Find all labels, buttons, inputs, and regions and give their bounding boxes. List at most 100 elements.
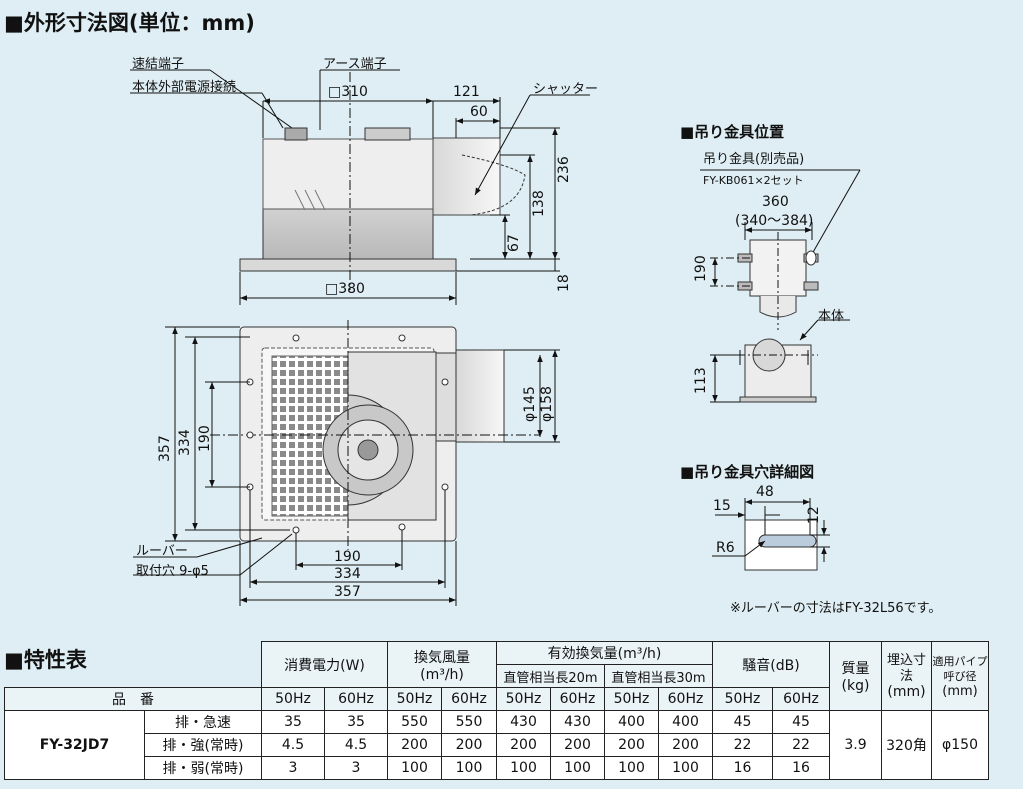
hanger-hole-title: ■吊り金具穴詳細図 [680, 463, 815, 481]
header-pipe-label: 適用パイプ呼び径 [932, 654, 988, 683]
dim-113: 113 [693, 367, 709, 394]
table-cell: 45 [712, 710, 773, 734]
hz-60: 60Hz [550, 687, 605, 711]
mass-cell: 3.9 [829, 710, 882, 780]
dim-310: □310 [328, 84, 368, 100]
dim-360: 360 [762, 194, 789, 210]
hz-50: 50Hz [604, 687, 659, 711]
table-cell: 100 [496, 756, 551, 780]
dim-334-horizontal: 334 [334, 566, 361, 582]
header-mass-unit: (kg) [841, 678, 870, 694]
louver-note: ※ルーバーの寸法はFY-32L56です。 [730, 601, 942, 616]
embed-cell: 320角 [881, 710, 932, 780]
header-mass: 質量 (kg) [829, 641, 882, 711]
dim-12: 12 [806, 506, 822, 524]
header-embed-label: 埋込寸法 [886, 653, 926, 684]
hz-50: 50Hz [712, 687, 773, 711]
top-view [133, 320, 560, 606]
header-pipe: 適用パイプ呼び径 (mm) [931, 641, 989, 711]
hz-50: 50Hz [496, 687, 551, 711]
label-louver: ルーバー [136, 544, 188, 559]
dim-357-vertical: 357 [157, 435, 173, 462]
dim-190-vertical: 190 [197, 425, 213, 452]
dim-121: 121 [453, 84, 480, 100]
header-embed: 埋込寸法 (mm) [881, 641, 932, 711]
dim-18: 18 [556, 274, 572, 292]
label-body: 本体 [818, 309, 845, 324]
table-cell: 35 [261, 710, 325, 734]
table-cell: 100 [550, 756, 605, 780]
table-cell: 200 [441, 733, 497, 757]
hz-50: 50Hz [261, 687, 325, 711]
dim-48: 48 [756, 484, 774, 500]
dim-380: □380 [325, 281, 365, 297]
hz-60: 60Hz [772, 687, 830, 711]
dimension-title: ■外形寸法図(単位：mm) [4, 11, 255, 35]
dimension-drawing [130, 69, 861, 606]
table-cell: 4.5 [324, 733, 388, 757]
table-cell: 200 [550, 733, 605, 757]
label-quick-terminal: 速結端子 [132, 57, 185, 72]
header-airflow-label: 換気風量 [414, 649, 470, 666]
table-cell: 400 [604, 710, 659, 734]
table-cell: 45 [772, 710, 830, 734]
dim-334-vertical: 334 [177, 429, 193, 456]
row-label: 排・強(常時) [144, 733, 262, 757]
table-cell: 16 [712, 756, 773, 780]
dim-phi-145: φ145 [522, 386, 538, 422]
table-cell: 200 [496, 733, 551, 757]
header-airflow-unit: (m³/h) [420, 666, 464, 683]
hz-50: 50Hz [387, 687, 442, 711]
header-mass-label: 質量 [841, 661, 870, 677]
table-cell: 100 [658, 756, 713, 780]
header-embed-unit: (mm) [887, 684, 926, 700]
model-cell: FY-32JD7 [4, 710, 145, 780]
table-cell: 400 [658, 710, 713, 734]
dim-138: 138 [531, 190, 547, 217]
label-mount-hole: 取付穴 9-φ5 [136, 564, 209, 579]
dim-60: 60 [470, 104, 488, 120]
header-effective: 有効換気量(m³/h) [496, 641, 713, 665]
spec-header-row-2: 直管相当長20m 直管相当長30m [5, 664, 989, 688]
pipe-cell: φ150 [931, 710, 989, 780]
dim-r6: R6 [716, 540, 735, 556]
dim-15: 15 [713, 498, 731, 514]
spec-title: ■特性表 [4, 648, 87, 672]
side-view [130, 69, 590, 305]
hz-60: 60Hz [658, 687, 713, 711]
table-cell: 200 [604, 733, 659, 757]
header-pipe20: 直管相当長20m [496, 664, 605, 688]
table-cell: 35 [324, 710, 388, 734]
table-cell: 430 [550, 710, 605, 734]
table-cell: 22 [712, 733, 773, 757]
hole-detail [712, 498, 830, 571]
table-cell: 3 [324, 756, 388, 780]
table-row: 排・強(常時) 4.5 4.5 200 200 200 200 200 200 … [5, 733, 989, 757]
label-shutter: シャッター [533, 82, 599, 97]
header-power: 消費電力(W) [261, 641, 388, 688]
label-power-connection: 本体外部電源接続 [132, 80, 237, 95]
label-hanger-model: FY-KB061×2セット [703, 174, 804, 187]
table-row: 排・弱(常時) 3 3 100 100 100 100 100 100 16 1… [5, 756, 989, 780]
hanger-view [700, 169, 861, 403]
table-cell: 430 [496, 710, 551, 734]
table-cell: 550 [441, 710, 497, 734]
header-model: 品 番 [4, 687, 262, 711]
spec-header-row-3: 品 番 50Hz 60Hz 50Hz 60Hz 50Hz 60Hz 50Hz 6… [4, 687, 989, 711]
table-row: FY-32JD7 排・急速 35 35 550 550 430 430 400 … [4, 710, 989, 780]
spec-table: 消費電力(W) 換気風量 (m³/h) 有効換気量(m³/h) 騒音(dB) 質… [4, 641, 989, 780]
header-pipe-unit: (mm) [942, 683, 978, 699]
table-cell: 100 [441, 756, 497, 780]
header-pipe30: 直管相当長30m [604, 664, 713, 688]
dim-67: 67 [506, 234, 522, 252]
spec-header-row-1: 消費電力(W) 換気風量 (m³/h) 有効換気量(m³/h) 騒音(dB) 質… [5, 641, 989, 711]
hanger-position-title: ■吊り金具位置 [680, 123, 785, 141]
dim-357-horizontal: 357 [334, 584, 361, 600]
dim-236: 236 [556, 156, 572, 183]
dim-190-horizontal: 190 [334, 549, 361, 565]
table-cell: 3 [261, 756, 325, 780]
dim-phi-158: φ158 [539, 386, 555, 422]
table-cell: 16 [772, 756, 830, 780]
table-cell: 100 [387, 756, 442, 780]
table-cell: 22 [772, 733, 830, 757]
